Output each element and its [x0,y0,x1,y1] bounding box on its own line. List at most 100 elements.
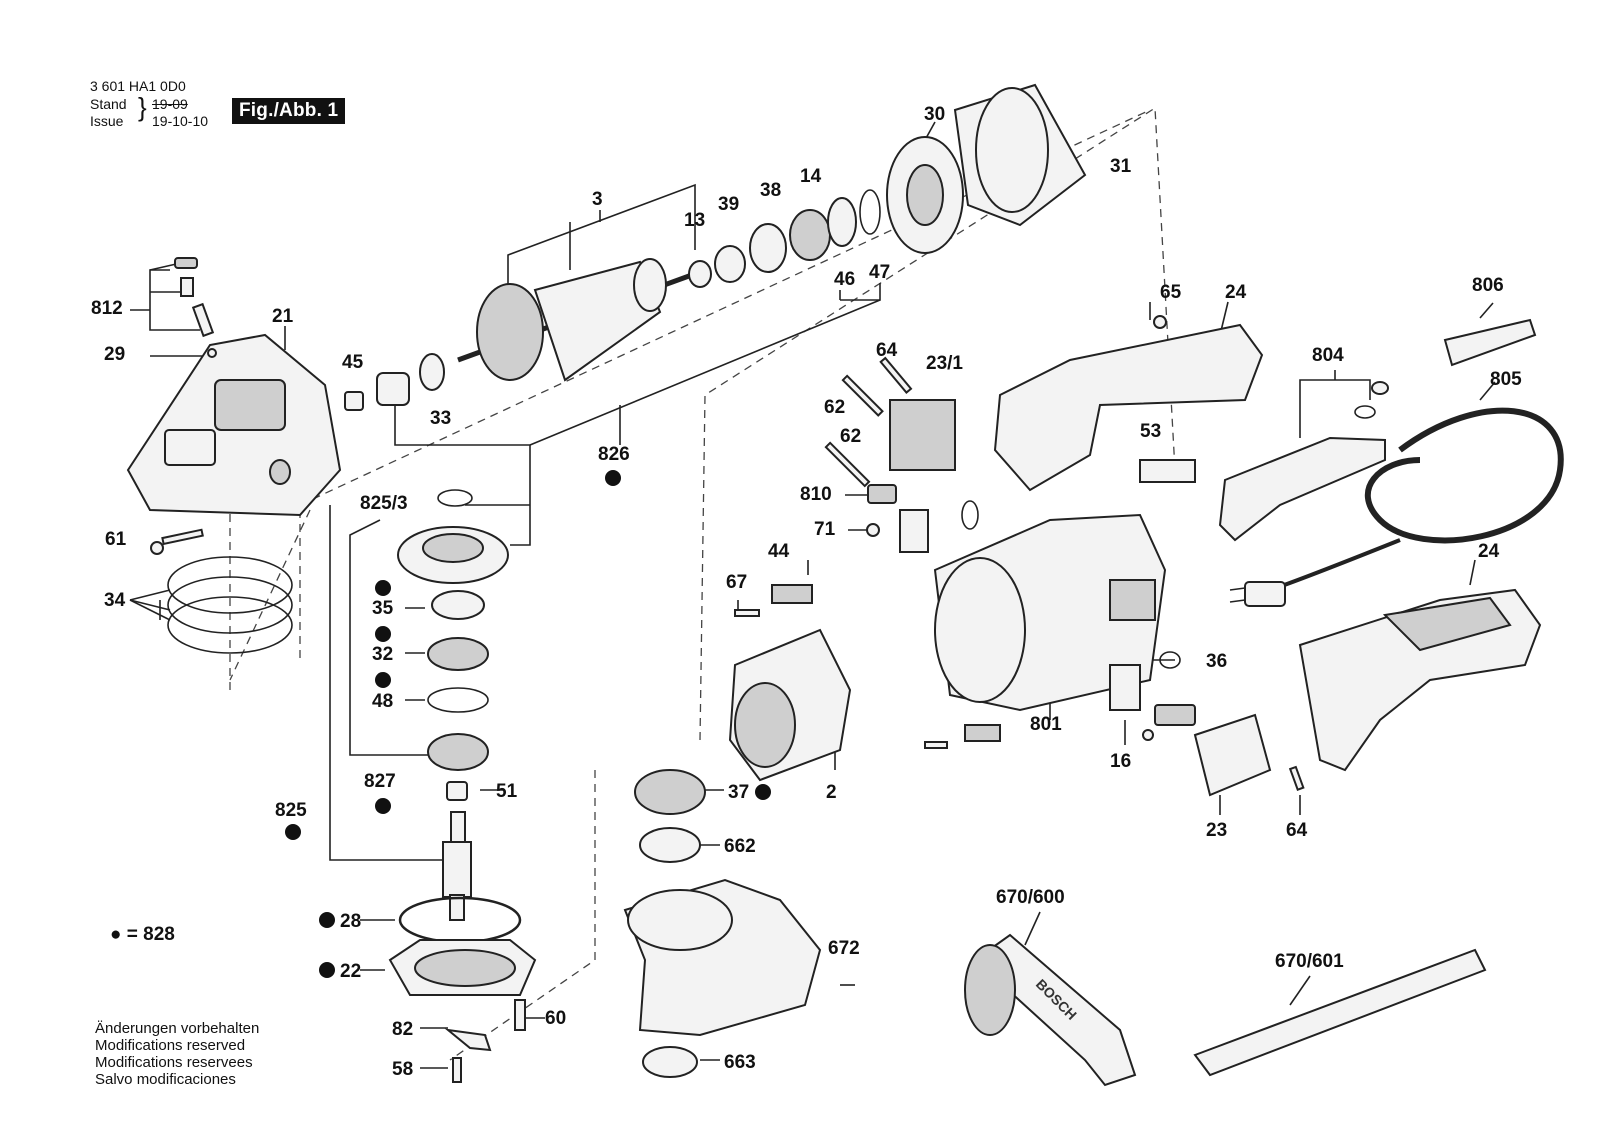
label-13: 13 [684,210,705,231]
note-line: Modifications reservees [95,1054,253,1071]
spring-rings [167,556,293,654]
label-33: 33 [430,408,451,429]
flange-663 [642,1046,698,1078]
brush-cover [964,724,1001,742]
label-28: 28 [340,911,361,932]
bearing-14 [789,209,831,261]
label-45: 45 [342,352,364,373]
label-37: 37 [728,782,749,803]
label-31: 31 [1110,156,1132,177]
label-2: 2 [826,782,837,803]
bearing-13 [688,260,712,288]
screw-71 [866,523,880,537]
part-44 [771,584,813,604]
label-16: 16 [1110,751,1131,772]
label-48: 48 [372,691,393,712]
clip [961,500,979,530]
label-64-lower: 64 [1286,820,1308,841]
part-labels: 3 13 39 38 14 30 31 46 47 812 21 29 45 3… [91,104,1522,1080]
label-61: 61 [105,529,127,550]
part-number: 3 601 HA1 0D0 [90,78,186,94]
label-670-600: 670/600 [996,887,1065,908]
label-62-upper: 62 [824,397,845,418]
bearing-827 [427,733,489,771]
stator [728,628,852,782]
label-51: 51 [496,781,518,802]
legend: ● = 828 [110,924,175,946]
label-810: 810 [800,484,832,505]
screw-64b [1288,765,1305,791]
label-812: 812 [91,298,123,319]
label-39: 39 [718,194,739,215]
screw-60 [514,999,526,1031]
label-24-upper: 24 [1225,282,1247,303]
auxiliary-handle: BOSCH [964,933,1137,1087]
label-46: 46 [834,269,855,290]
label-64-upper: 64 [876,340,898,361]
label-65: 65 [1160,282,1182,303]
label-662: 662 [724,836,756,857]
label-22: 22 [340,961,361,982]
screw [924,741,948,749]
power-cable-805 [1229,407,1564,607]
label-24-lower: 24 [1478,541,1500,562]
header-brace: } [138,92,147,122]
label-825-3: 825/3 [360,493,408,514]
screw-64a [879,356,913,394]
stand-date: 19-09 [152,96,188,112]
stand-label: Stand [90,96,127,112]
label-82: 82 [392,1019,413,1040]
clamp-36 [1159,651,1181,669]
brush-holder [899,509,929,553]
issue-date: 19-10-10 [152,113,209,129]
seal-35 [431,590,485,620]
guard-672 [623,878,822,1037]
washer-46 [827,197,857,247]
label-804: 804 [1312,345,1344,366]
gear-housing-flange-22 [388,939,537,996]
label-32: 32 [372,644,393,665]
label-60: 60 [545,1008,566,1029]
ring-825-3 [437,489,473,507]
screw-65 [1153,315,1167,329]
screw-62b [824,441,871,488]
label-826: 826 [598,444,630,465]
sleeve-38 [749,223,787,273]
label-38: 38 [760,180,781,201]
issue-label: Issue [90,113,124,129]
label-36: 36 [1206,651,1227,672]
label-806: 806 [1472,275,1504,296]
note-line: Salvo modificaciones [95,1071,236,1088]
label-23-1: 23/1 [926,353,963,374]
label-672: 672 [828,938,860,959]
fan [886,136,964,254]
air-baffle [953,83,1087,227]
parts: BOSCH [126,83,1564,1087]
label-62-lower: 62 [840,426,861,447]
bearing-32 [427,637,489,671]
label-30: 30 [924,104,945,125]
label-21: 21 [272,306,294,327]
ring-47 [859,189,881,235]
bearing-flange [397,526,509,584]
spindle-lock-parts [174,257,217,358]
screw [1142,729,1154,741]
label-35: 35 [372,598,394,619]
label-29: 29 [104,344,125,365]
note-line: Modifications reserved [95,1037,246,1054]
handle-half-lower [1298,588,1542,772]
bolt-58 [452,1057,462,1083]
leader-lines [129,121,1496,1069]
label-14: 14 [800,166,822,187]
sleeve-39 [714,245,746,283]
bearing-45 [344,391,364,411]
brush-holder-16 [1109,664,1141,711]
legend-bullet-icon: ● [110,924,122,945]
bullets-828 [285,470,771,978]
figure-label: Fig./Abb. 1 [232,98,346,124]
legend-text: = 828 [126,924,175,945]
cover-23 [1193,713,1272,797]
flange-662 [639,827,701,863]
